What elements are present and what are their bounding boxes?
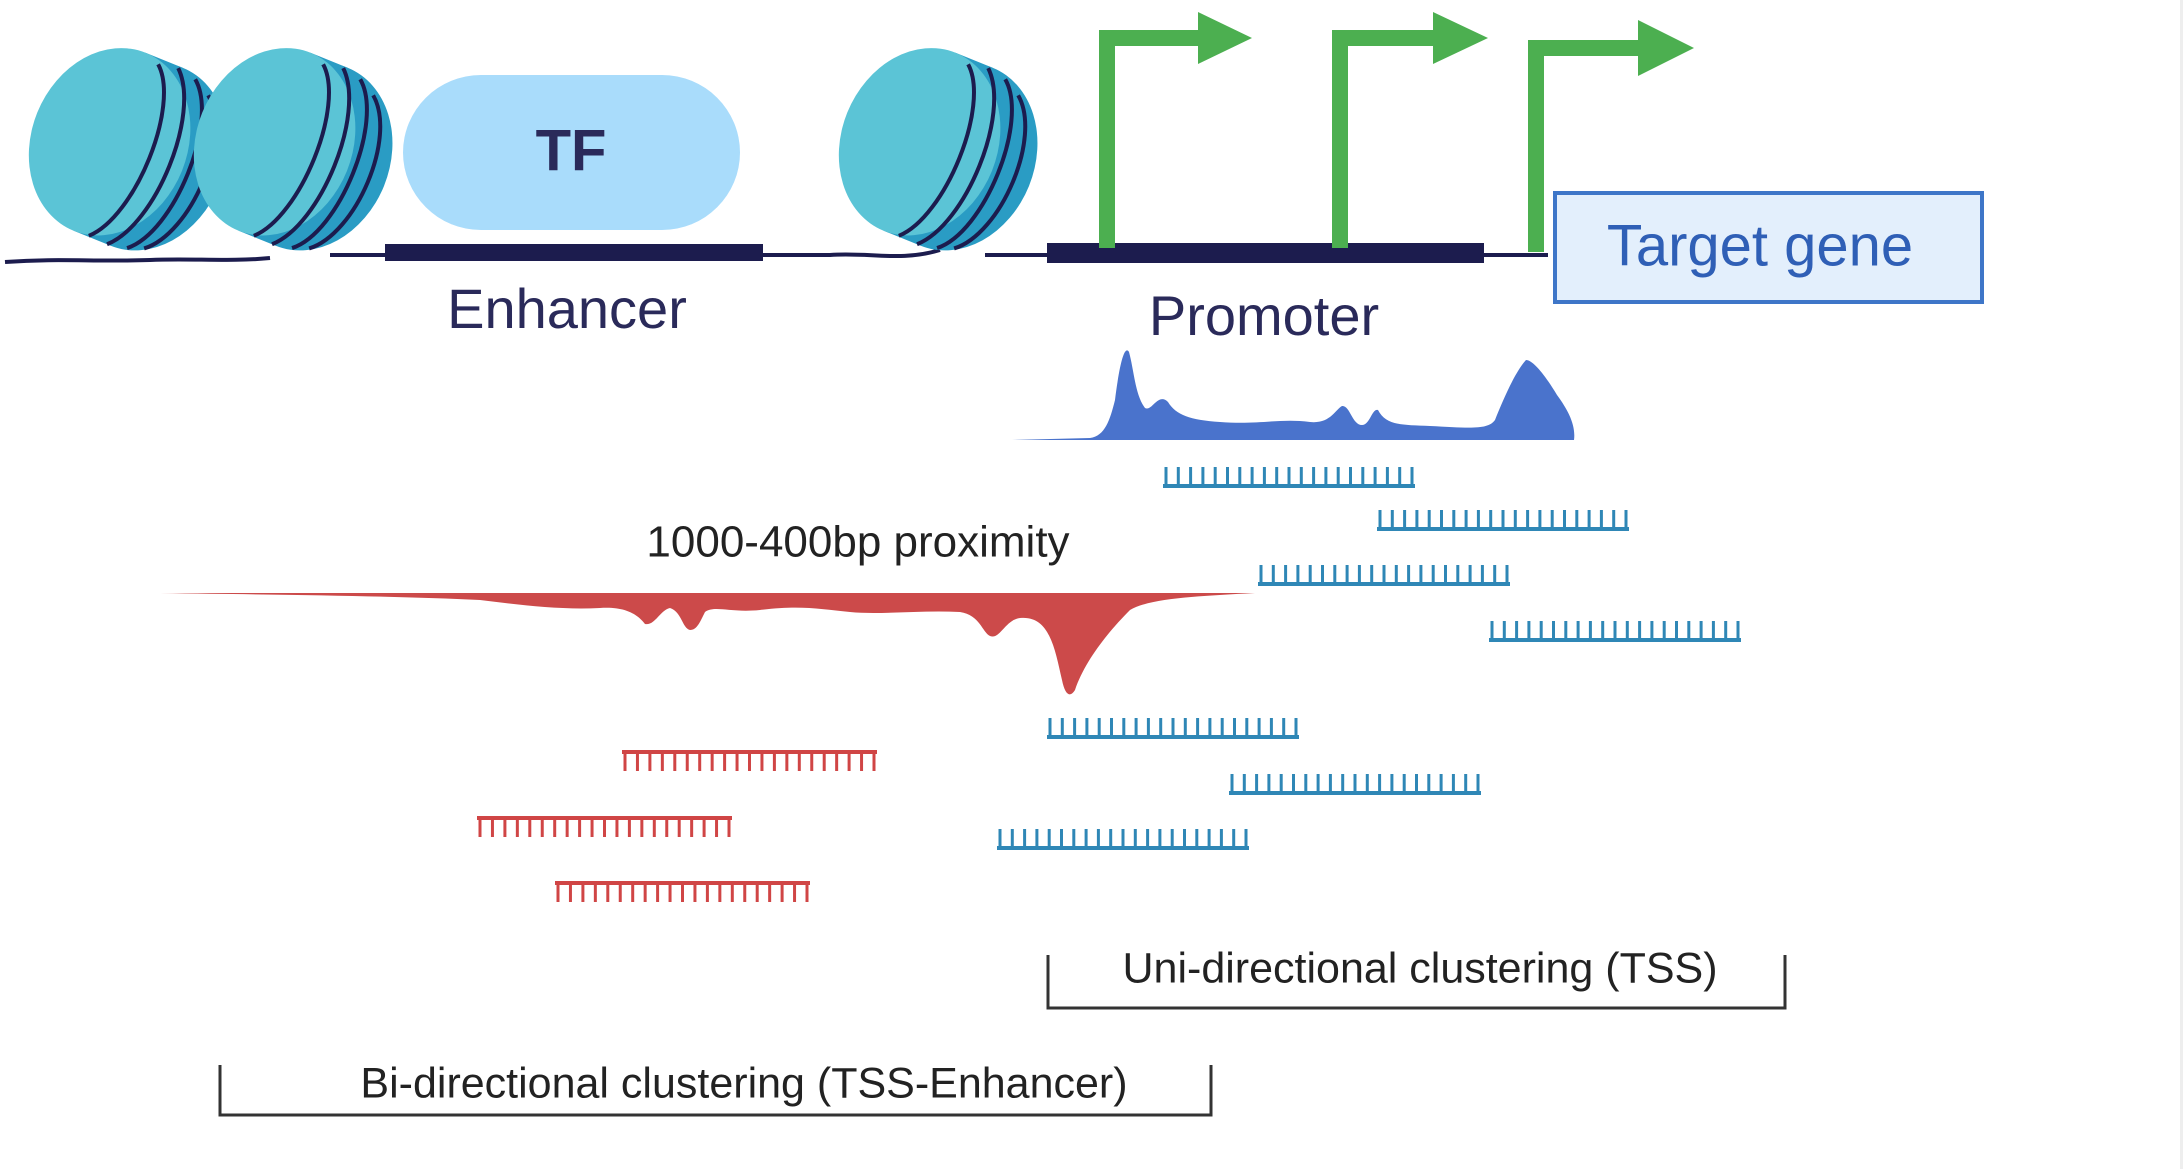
read-fragment bbox=[555, 881, 810, 902]
target-gene-box bbox=[1553, 191, 1984, 304]
read-fragment bbox=[622, 750, 877, 771]
tss-arrow-icon bbox=[1099, 12, 1252, 248]
read-fragment bbox=[997, 829, 1249, 850]
blue-signal-track bbox=[1012, 350, 1575, 440]
read-fragment bbox=[1489, 621, 1741, 642]
tf-label: TF bbox=[536, 118, 607, 183]
sequencing-reads bbox=[477, 467, 1741, 902]
enhancer-region-bar bbox=[385, 244, 763, 261]
bi-directional-label: Bi-directional clustering (TSS-Enhancer) bbox=[360, 1059, 1127, 1107]
red-signal-track bbox=[160, 593, 1255, 695]
promoter-label: Promoter bbox=[1149, 284, 1379, 347]
target-gene-label: Target gene bbox=[1607, 213, 1913, 278]
read-fragment bbox=[1377, 510, 1629, 531]
bi-directional-bracket bbox=[218, 1065, 1213, 1117]
tss-arrow-icon bbox=[1332, 12, 1488, 248]
promoter-region-bar bbox=[1047, 243, 1484, 263]
proximity-label: 1000-400bp proximity bbox=[646, 518, 1069, 567]
nucleosome-icon bbox=[838, 48, 1038, 251]
nucleosome-icon bbox=[193, 48, 393, 251]
tf-protein-shape bbox=[403, 75, 740, 230]
read-fragment bbox=[1229, 774, 1481, 795]
enhancer-label: Enhancer bbox=[447, 277, 687, 340]
uni-directional-label: Uni-directional clustering (TSS) bbox=[1122, 944, 1717, 992]
uni-directional-bracket bbox=[1046, 955, 1787, 1010]
page-edge-border bbox=[2180, 0, 2183, 1169]
read-fragment bbox=[1163, 467, 1415, 488]
tss-arrow-icon bbox=[1528, 20, 1694, 252]
read-fragment bbox=[477, 816, 732, 837]
read-fragment bbox=[1258, 565, 1510, 586]
read-fragment bbox=[1047, 718, 1299, 739]
